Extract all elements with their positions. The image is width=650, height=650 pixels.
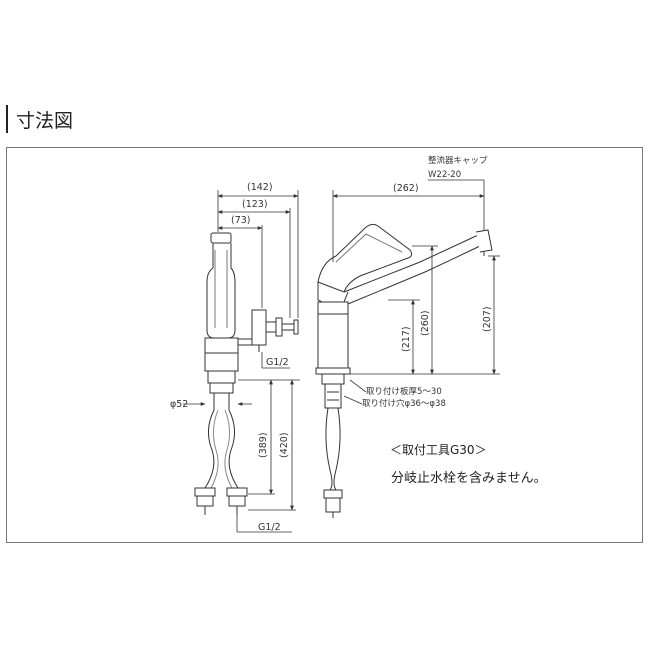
tool-note: ＜取付工具G30＞ xyxy=(390,443,487,457)
header-bar xyxy=(6,105,8,133)
dim-217: (217) xyxy=(401,326,412,352)
dim-389: (389) xyxy=(258,432,269,458)
dim-420: (420) xyxy=(279,432,290,458)
front-view-dimensions xyxy=(332,179,500,405)
diagram-frame xyxy=(6,147,643,543)
side-view-faucet xyxy=(194,232,299,515)
dim-73: (73) xyxy=(231,215,251,226)
mount-hole-label: 取り付け穴φ36～φ38 xyxy=(362,398,446,409)
dim-260: (260) xyxy=(420,310,431,336)
phi52-label: φ52 xyxy=(170,399,188,410)
front-view-faucet xyxy=(315,223,493,518)
no-valve-note: 分岐止水栓を含みません。 xyxy=(391,470,547,486)
dim-142: (142) xyxy=(247,182,273,193)
dim-207: (207) xyxy=(482,306,493,332)
aerator-label: 整流器キャップ xyxy=(428,155,488,166)
section-header: 寸法図 xyxy=(6,104,73,134)
dim-262: (262) xyxy=(393,183,419,194)
g12-top-label: G1/2 xyxy=(266,357,289,368)
g12-bottom-label: G1/2 xyxy=(258,522,281,533)
page-title: 寸法図 xyxy=(16,109,74,132)
mount-thickness-label: 取り付け板厚5～30 xyxy=(366,386,442,397)
side-view-dimensions xyxy=(183,190,300,533)
aerator-size: W22-20 xyxy=(428,170,461,180)
dim-123: (123) xyxy=(242,199,268,210)
